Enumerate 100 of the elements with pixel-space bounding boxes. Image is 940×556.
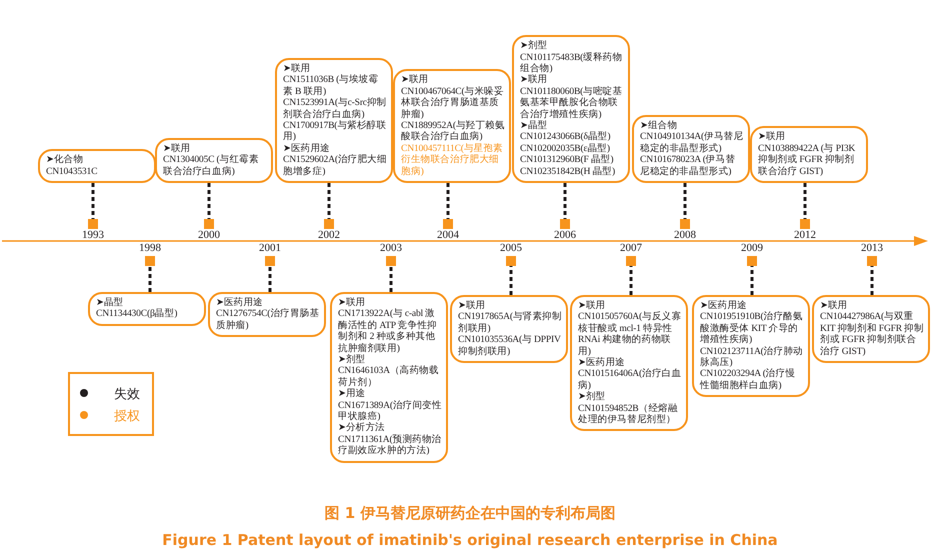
patent-box xyxy=(393,69,511,183)
legend-text: 失效 xyxy=(114,386,140,402)
patent-entry: CN101678023A (伊马替尼稳定的非晶型形式) xyxy=(640,154,736,177)
timeline-marker xyxy=(324,219,334,229)
patent-entry: CN102203294A (治疗慢性髓细胞样白血病) xyxy=(700,368,796,392)
patent-entry: CN1511036B (与埃坡霉素 B 联用) xyxy=(283,74,380,97)
patent-entry: CN1671389A(治疗间变性甲状腺癌) xyxy=(338,400,442,422)
dotted-connector xyxy=(208,183,210,219)
dotted-connector xyxy=(446,183,450,219)
dotted-connector xyxy=(684,183,686,219)
patent-box xyxy=(275,58,393,183)
year-label: 2001 xyxy=(258,242,282,254)
patent-entry: CN102351842B(H 晶型) xyxy=(520,166,616,177)
dotted-connector xyxy=(630,266,632,295)
year-label: 2004 xyxy=(436,229,460,241)
patent-entry: CN101505760A(与反义寡核苷酸或 mcl-1 特异性 RNAi 构建物的药物联用) xyxy=(578,311,682,357)
patent-entry: CN101951910B(治疗酪氨酸激酶受体 KIT 介导的增殖性疾病) xyxy=(700,311,804,346)
patent-entry: CN1917865A(与肾素抑制剂联用) xyxy=(458,311,562,334)
category-heading: ➤医药用途 xyxy=(578,357,626,368)
category-heading: ➤剂型 xyxy=(578,391,606,403)
timeline-marker xyxy=(626,256,636,266)
dotted-connector xyxy=(148,266,152,292)
dotted-connector xyxy=(564,183,566,219)
patent-entry: CN104910134A(伊马替尼稳定的非晶型形式) xyxy=(640,131,744,154)
patent-box xyxy=(450,295,568,364)
year-label: 2003 xyxy=(379,242,403,254)
dotted-connector xyxy=(750,266,754,295)
year-label: 2000 xyxy=(197,229,221,241)
patent-entry: CN101594852B（经熔融处理的伊马替尼剂型） xyxy=(578,402,679,426)
category-heading: ➤医药用途 xyxy=(216,297,264,308)
category-heading: ➤联用 xyxy=(283,62,312,74)
dotted-connector xyxy=(390,266,392,292)
year-label: 2005 xyxy=(499,242,523,254)
category-heading: ➤晶型 xyxy=(96,297,124,308)
category-heading: ➤联用 xyxy=(163,142,192,154)
category-heading: ➤剂型 xyxy=(520,40,548,52)
year-label: 1998 xyxy=(138,242,162,254)
dotted-connector xyxy=(92,183,94,219)
patent-entry: CN104427986A(与双重 KIT 抑制剂和 FGFR 抑制剂或 FGFR 抑制剂联合治疗 GIST) xyxy=(820,311,924,358)
patent-entry: CN100467064C(与米哚妥林联合治疗胃肠道基质肿瘤) xyxy=(401,86,505,120)
dotted-connector xyxy=(804,183,806,219)
year-label: 2013 xyxy=(860,242,884,254)
patent-entry: CN1134430C(β晶型) xyxy=(96,308,178,320)
dotted-connector xyxy=(328,183,330,219)
patent-entry: CN1304005C (与红霉素联合治疗白血病) xyxy=(163,154,260,177)
year-label: 2012 xyxy=(793,229,817,241)
patent-entry: CN1529602A(治疗肥大细胞增多症) xyxy=(283,154,387,177)
patent-box xyxy=(88,292,206,326)
patent-box xyxy=(812,295,930,364)
timeline-marker xyxy=(265,256,275,266)
timeline-marker xyxy=(867,256,877,266)
legend-text: 授权 xyxy=(114,408,140,424)
patent-entry: CN101312960B(F 晶型) xyxy=(520,154,614,166)
category-heading: ➤联用 xyxy=(578,300,606,312)
category-heading: ➤医药用途 xyxy=(700,300,748,312)
figure-caption: Figure 1 Patent layout of imatinib's original research enterprise in China xyxy=(161,531,779,549)
year-label: 2008 xyxy=(673,229,697,241)
patent-entry: CN102002035B(ε晶型) xyxy=(520,142,611,154)
category-heading: ➤用途 xyxy=(338,388,366,400)
category-heading: ➤联用 xyxy=(758,131,786,143)
category-heading: ➤医药用途 xyxy=(283,142,332,154)
patent-box xyxy=(208,292,326,338)
year-label: 2009 xyxy=(740,242,764,254)
year-label: 2006 xyxy=(553,229,577,241)
category-heading: ➤联用 xyxy=(401,74,430,86)
patent-entry: CN1523991A(与c-Src抑制剂联合治疗白血病) xyxy=(283,97,387,120)
patent-entry: CN1646103A（高药物载荷片剂） xyxy=(338,365,440,388)
category-heading: ➤组合物 xyxy=(640,120,678,132)
category-heading: ➤分析方法 xyxy=(338,422,386,434)
category-heading: ➤联用 xyxy=(338,297,366,308)
patent-entry: CN101180060B(与嘧啶基氨基苯甲酰胺化合物联合治疗增殖性疾病) xyxy=(520,86,624,120)
patent-entry: CN101035536A(与 DPPIV 抑制剂联用) xyxy=(458,334,562,358)
timeline-marker xyxy=(747,256,757,266)
year-label: 1993 xyxy=(81,229,105,241)
timeline-marker xyxy=(145,256,155,266)
year-label: 2007 xyxy=(619,242,643,254)
category-heading: ➤化合物 xyxy=(46,154,84,166)
category-heading: ➤联用 xyxy=(458,300,486,312)
patent-entry: CN101175483B(缓释药物组合物) xyxy=(520,52,624,74)
timeline-marker xyxy=(204,219,214,229)
timeline-marker xyxy=(386,256,396,266)
patent-box xyxy=(155,138,273,183)
dotted-connector xyxy=(870,266,874,295)
timeline-marker xyxy=(506,256,516,266)
patent-entry: CN103889422A (与 PI3K 抑制剂或 FGFR 抑制剂联合治疗 GIST) xyxy=(758,142,856,177)
patent-entry: CN101243066B(δ晶型) xyxy=(520,131,612,143)
patent-box xyxy=(330,292,448,463)
patent-box xyxy=(632,114,750,183)
patent-entry: CN100457111C(与星孢素衍生物联合治疗肥大细胞病) xyxy=(401,142,504,177)
category-heading: ➤联用 xyxy=(520,74,548,86)
patent-box xyxy=(512,35,630,183)
patent-box xyxy=(570,295,688,432)
category-heading: ➤晶型 xyxy=(520,120,548,132)
dotted-connector xyxy=(510,266,512,295)
category-heading: ➤联用 xyxy=(820,300,848,312)
timeline-marker xyxy=(800,219,810,229)
timeline-marker xyxy=(443,219,453,229)
patent-entry: CN1700917B(与紫杉醇联用) xyxy=(283,120,387,143)
patent-entry: CN1711361A(预测药物治疗副效应水肿的方法) xyxy=(338,434,442,457)
timeline-marker xyxy=(680,219,690,229)
